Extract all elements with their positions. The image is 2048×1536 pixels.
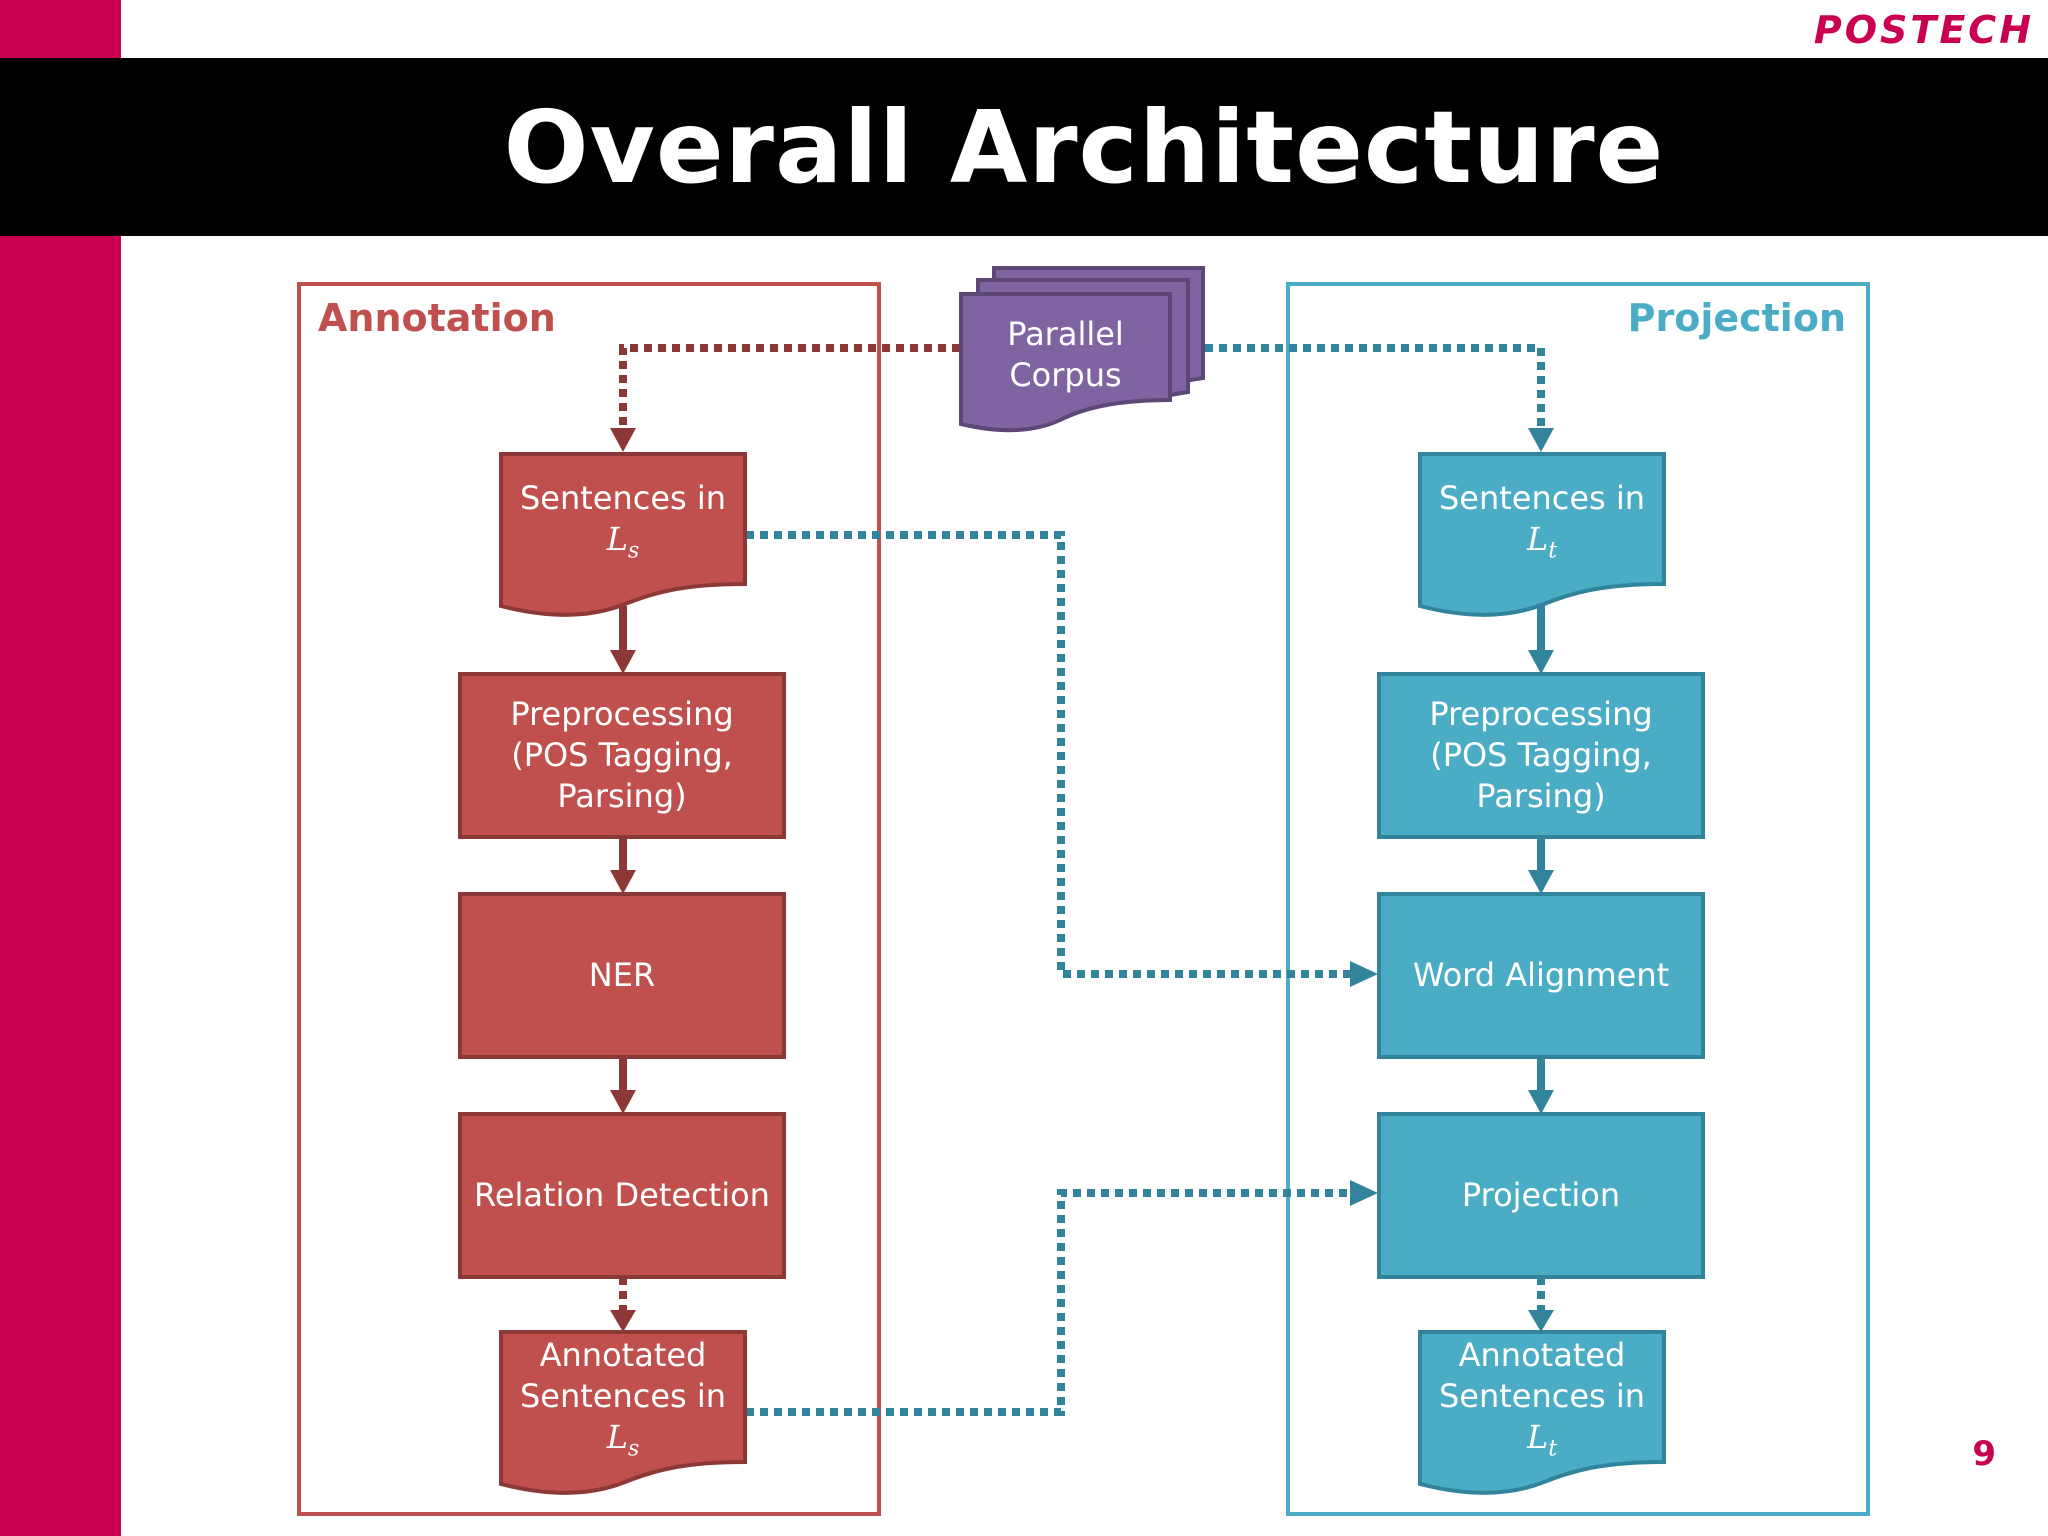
- arrowhead-tgt-projection: [1528, 1090, 1554, 1114]
- arrowhead-into-projection: [1350, 1180, 1378, 1206]
- page-number: 9: [1972, 1434, 1996, 1474]
- src-ner-shape: [458, 892, 786, 1059]
- tgt-annotated-shape: [1418, 1330, 1666, 1495]
- arrowhead-into-src-annotated: [610, 1310, 636, 1332]
- connector-annotated-to-projection: [746, 1189, 1350, 1416]
- arrowhead-into-tgt-annotated: [1528, 1310, 1554, 1332]
- parallel-corpus-line1: Parallel: [1007, 315, 1124, 353]
- src-preprocessing-label: Preprocessing (POS Tagging, Parsing): [460, 674, 784, 837]
- tgt-annotated-line1: Annotated: [1458, 1335, 1626, 1374]
- tgt-preprocessing-line1: Preprocessing: [1429, 695, 1653, 733]
- connector-corpus-to-src: [619, 344, 960, 428]
- side-accent-bar: [0, 0, 121, 1536]
- src-annotated-label: Annotated Sentences in Ls: [501, 1332, 745, 1472]
- connector-src-to-alignment: [746, 531, 1350, 978]
- connector-corpus-to-tgt: [1205, 344, 1545, 428]
- title-band: Overall Architecture: [0, 58, 2048, 236]
- tgt-language-symbol: Lt: [1526, 520, 1558, 564]
- src-sentences-line1: Sentences in: [519, 479, 727, 518]
- src-language-symbol: Ls: [606, 520, 640, 564]
- annotation-panel: [297, 282, 881, 1516]
- src-preprocessing-line3: Parsing): [557, 777, 687, 815]
- tgt-alignment-label: Word Alignment: [1412, 956, 1670, 994]
- arrowhead-src-preproc: [610, 650, 636, 674]
- arrowhead-corpus-to-src: [610, 428, 636, 452]
- src-preprocessing-line2: (POS Tagging,: [511, 736, 733, 774]
- tgt-sentences-line1: Sentences in: [1438, 479, 1646, 518]
- src-preprocessing-line1: Preprocessing: [510, 695, 734, 733]
- arrowhead-src-relation: [610, 1090, 636, 1114]
- tgt-preprocessing-label: Preprocessing (POS Tagging, Parsing): [1379, 674, 1703, 837]
- postech-logo: POSTECH: [1813, 8, 2034, 52]
- tgt-annotated-line2: Sentences in: [1438, 1376, 1646, 1415]
- parallel-corpus-label: Parallel Corpus: [961, 300, 1170, 410]
- tgt-annotated-label: Annotated Sentences in Lt: [1420, 1332, 1664, 1472]
- src-sentences-shape: [499, 452, 747, 617]
- projection-panel: [1286, 282, 1870, 1516]
- src-preprocessing-shape: [458, 672, 786, 839]
- src-annotated-shape: [499, 1330, 747, 1495]
- src-relation-label: Relation Detection: [474, 1176, 770, 1214]
- src-annotated-line1: Annotated: [539, 1335, 707, 1374]
- tgt-projection-shape: [1377, 1112, 1705, 1279]
- tgt-annotated-language-symbol: Lt: [1526, 1417, 1558, 1462]
- src-sentences-label: Sentences in Ls: [501, 470, 745, 580]
- tgt-alignment-shape: [1377, 892, 1705, 1059]
- src-annotated-line2: Sentences in: [519, 1376, 727, 1415]
- arrowhead-into-alignment: [1350, 961, 1378, 987]
- arrowhead-tgt-preproc: [1528, 650, 1554, 674]
- page-title: Overall Architecture: [503, 88, 1665, 206]
- src-ner-label: NER: [588, 956, 656, 994]
- projection-panel-label: Projection: [1627, 296, 1846, 340]
- tgt-sentences-label: Sentences in Lt: [1420, 470, 1664, 580]
- tgt-sentences-shape: [1418, 452, 1666, 617]
- arrowhead-corpus-to-tgt: [1528, 428, 1554, 452]
- arrowhead-src-ner: [610, 870, 636, 894]
- annotation-panel-label: Annotation: [318, 296, 556, 340]
- tgt-preprocessing-shape: [1377, 672, 1705, 839]
- parallel-corpus-shape: [959, 266, 1205, 433]
- arrowhead-tgt-alignment: [1528, 870, 1554, 894]
- src-relation-shape: [458, 1112, 786, 1279]
- tgt-preprocessing-line3: Parsing): [1476, 777, 1606, 815]
- tgt-preprocessing-line2: (POS Tagging,: [1430, 736, 1652, 774]
- tgt-projection-label: Projection: [1461, 1176, 1621, 1214]
- parallel-corpus-line2: Corpus: [1009, 356, 1122, 394]
- src-annotated-language-symbol: Ls: [606, 1417, 640, 1462]
